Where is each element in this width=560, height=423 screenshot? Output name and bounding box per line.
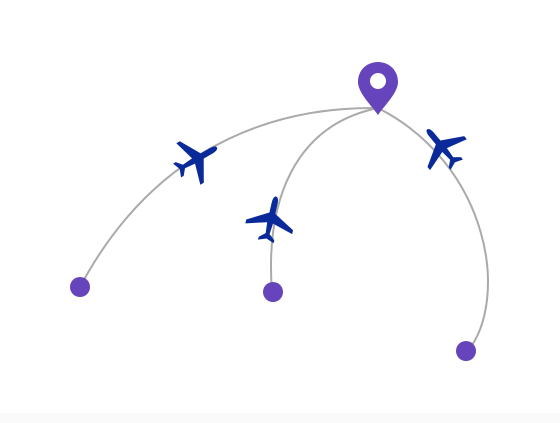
airplane-icon: [165, 126, 229, 192]
map-pin-icon: [358, 62, 398, 115]
dot-icon: [456, 341, 476, 361]
dot-icon: [263, 282, 283, 302]
route-lines: [79, 107, 489, 353]
middle-route-line: [270, 107, 379, 293]
airplane-icon: [242, 191, 300, 247]
dot-icon: [70, 277, 90, 297]
right-route-line: [377, 107, 489, 353]
airplane-icon: [408, 113, 476, 181]
origin-dots: [70, 277, 476, 361]
left-route-line: [79, 107, 373, 288]
bottom-strip: [0, 413, 560, 423]
